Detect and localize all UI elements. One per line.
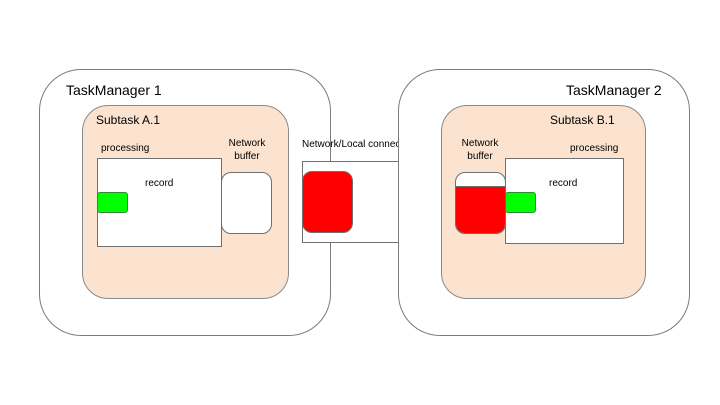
record-label-a1: record (145, 178, 174, 189)
connection-label: Network/Local connection (302, 139, 417, 150)
processing-label-a1: processing (101, 143, 150, 154)
network-buffer-label-b1: Network buffer (461, 138, 499, 162)
subtask-a1-title: Subtask A.1 (96, 113, 161, 127)
network-buffer-a1 (221, 172, 272, 234)
network-buffer-b1-fill (456, 186, 505, 233)
subtask-b1-title: Subtask B.1 (550, 113, 615, 127)
in-transit-buffer (302, 171, 353, 233)
record-b1 (505, 192, 536, 213)
record-a1 (97, 192, 128, 213)
taskmanager-1-title: TaskManager 1 (66, 82, 162, 98)
processing-label-b1: processing (570, 143, 619, 154)
network-buffer-b1 (455, 172, 506, 234)
network-buffer-label-a1: Network buffer (228, 138, 266, 162)
taskmanager-2-title: TaskManager 2 (566, 82, 662, 98)
record-label-b1: record (549, 178, 578, 189)
